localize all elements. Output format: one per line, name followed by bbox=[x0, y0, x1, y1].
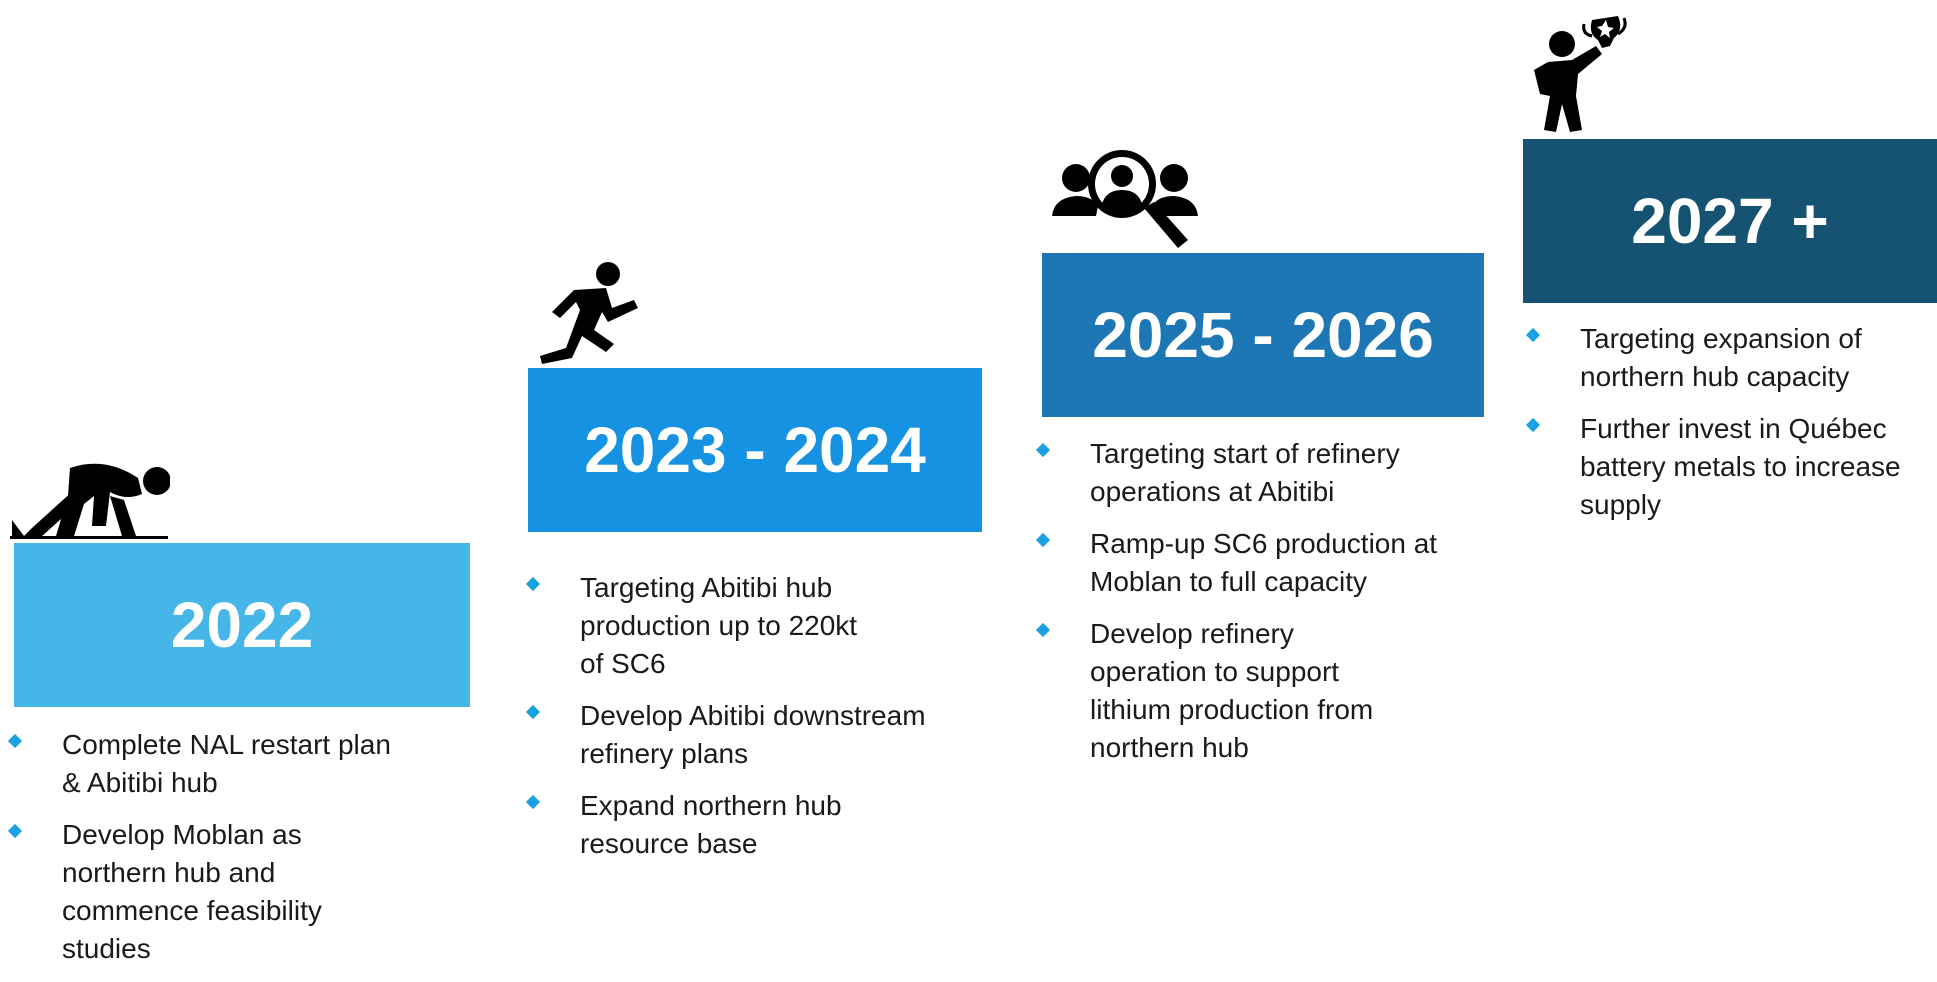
diamond-bullet-icon bbox=[1035, 442, 1051, 458]
list-item: Complete NAL restart plan & Abitibi hub bbox=[7, 726, 410, 802]
diamond-bullet-icon bbox=[1525, 327, 1541, 343]
sprinter-running-icon bbox=[536, 260, 642, 366]
diamond-bullet-icon bbox=[525, 576, 541, 592]
year-box-2023-2024: 2023 - 2024 bbox=[528, 368, 982, 532]
diamond-bullet-icon bbox=[525, 704, 541, 720]
people-search-magnifier-icon bbox=[1050, 144, 1200, 252]
list-item: Expand northern hub resource base bbox=[525, 787, 988, 863]
year-box-2027-plus: 2027 + bbox=[1523, 139, 1937, 303]
list-item: Targeting expansion of northern hub capa… bbox=[1525, 320, 1937, 396]
diamond-bullet-icon bbox=[525, 794, 541, 810]
diamond-bullet-icon bbox=[1035, 622, 1051, 638]
diamond-bullet-icon bbox=[1035, 532, 1051, 548]
year-box-2025-2026: 2025 - 2026 bbox=[1042, 253, 1484, 417]
list-item: Develop Abitibi downstream refinery plan… bbox=[525, 697, 988, 773]
list-item: Targeting start of refinery operations a… bbox=[1035, 435, 1478, 511]
diamond-bullet-icon bbox=[7, 733, 23, 749]
diamond-bullet-icon bbox=[1525, 417, 1541, 433]
list-item: Develop refinery operation to support li… bbox=[1035, 615, 1478, 767]
runner-start-crouch-icon bbox=[10, 456, 171, 540]
year-box-2022: 2022 bbox=[14, 543, 470, 707]
list-item: Further invest in Québec battery metals … bbox=[1525, 410, 1937, 524]
list-item: Ramp-up SC6 production at Moblan to full… bbox=[1035, 525, 1478, 601]
bullet-list-2027-plus: Targeting expansion of northern hub capa… bbox=[1525, 320, 1937, 538]
list-item: Develop Moblan as northern hub and comme… bbox=[7, 816, 410, 968]
bullet-list-2025-2026: Targeting start of refinery operations a… bbox=[1035, 435, 1478, 781]
diamond-bullet-icon bbox=[7, 823, 23, 839]
list-item: Targeting Abitibi hub production up to 2… bbox=[525, 569, 988, 683]
bullet-list-2022: Complete NAL restart plan & Abitibi hub … bbox=[7, 726, 410, 982]
bullet-list-2023-2024: Targeting Abitibi hub production up to 2… bbox=[525, 569, 988, 877]
person-trophy-icon bbox=[1526, 10, 1630, 136]
